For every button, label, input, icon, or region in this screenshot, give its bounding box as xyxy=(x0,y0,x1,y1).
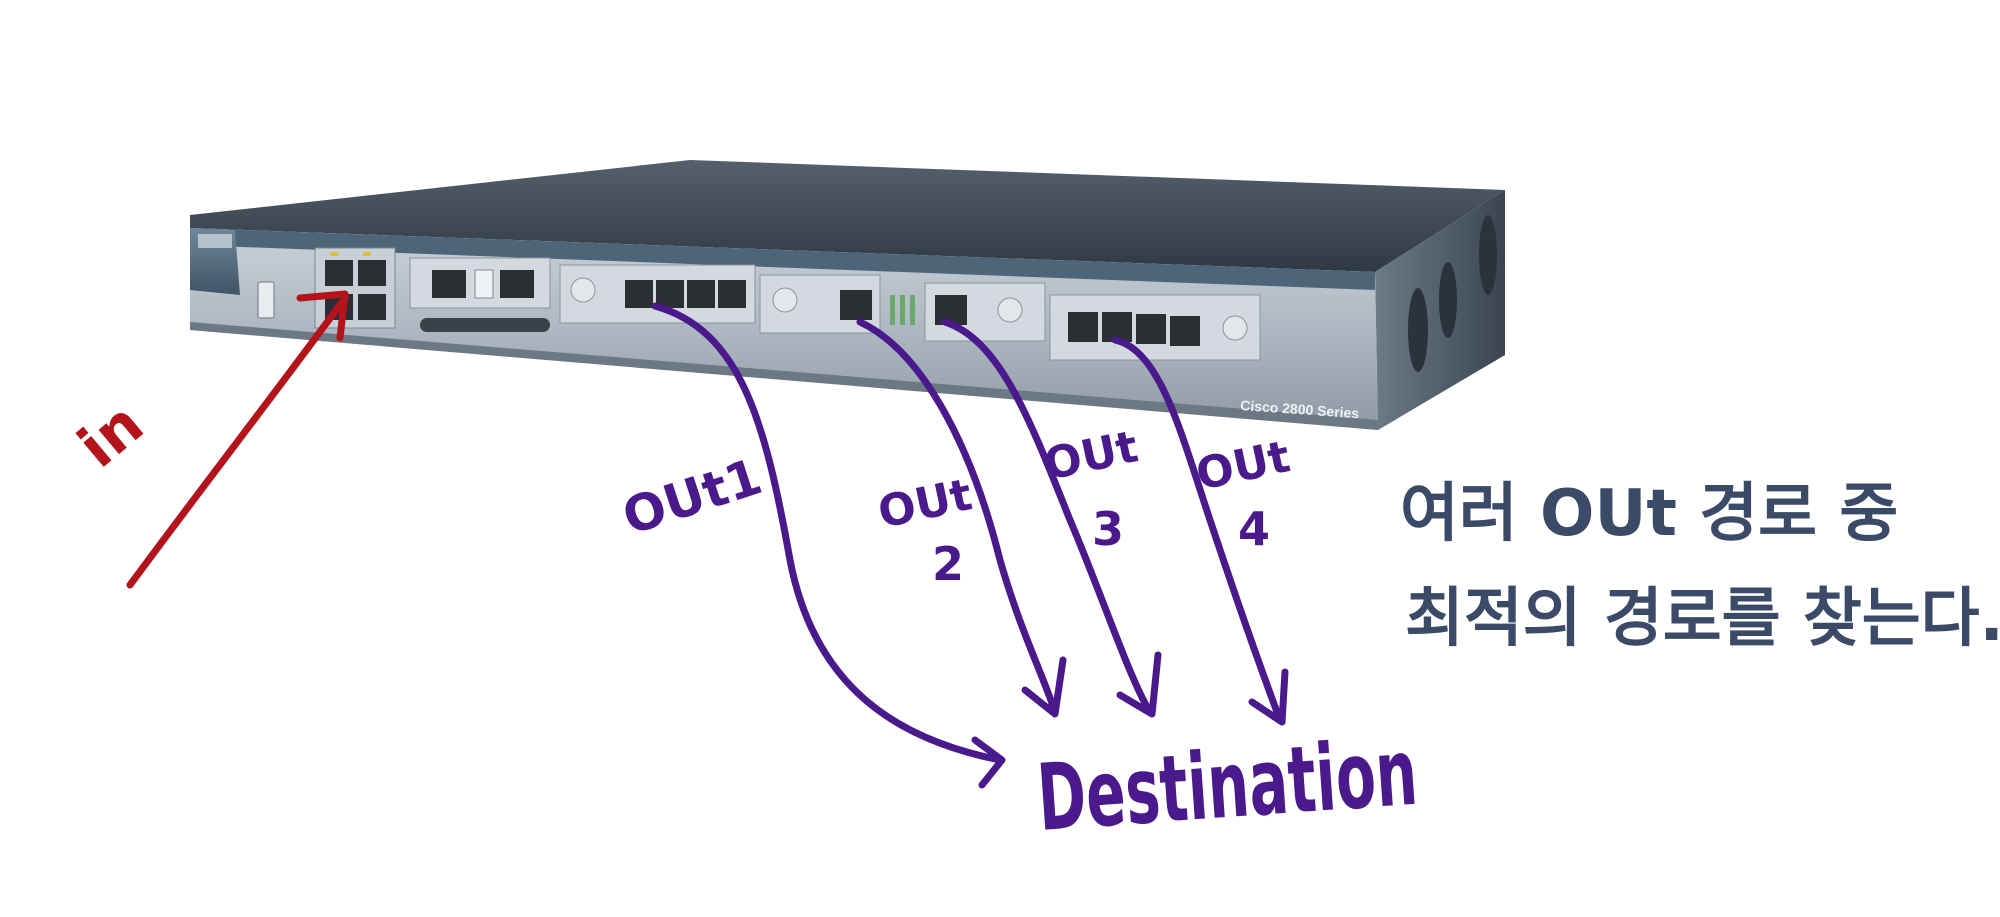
ethernet-port xyxy=(718,280,746,308)
out2-label: OUt xyxy=(874,469,977,538)
note-line-1: 여러 OUt 경로 중 xyxy=(1400,477,1898,551)
cisco-logo xyxy=(198,234,232,248)
in-arrow-line xyxy=(126,294,349,589)
in-port-block xyxy=(314,247,396,329)
router-front-trim xyxy=(190,228,1375,290)
out2-arrow-head xyxy=(1021,656,1067,718)
ethernet-port xyxy=(500,270,534,298)
usb-port xyxy=(257,281,275,319)
module-slot-4 xyxy=(924,282,1046,342)
side-vent xyxy=(1439,262,1457,338)
router-chassis: Cisco 2800 Series xyxy=(190,160,1505,430)
thumbscrew xyxy=(772,287,798,313)
status-leds xyxy=(890,295,915,325)
thumbscrew xyxy=(997,297,1023,323)
ethernet-port xyxy=(325,260,353,286)
thumbscrew xyxy=(570,277,596,303)
out4-label: OUt xyxy=(1192,431,1295,500)
out4-arrow-line xyxy=(1111,336,1284,724)
router-bottom-trim xyxy=(190,322,1378,430)
ethernet-port xyxy=(1068,312,1098,342)
router-top-face xyxy=(190,160,1505,272)
ethernet-port xyxy=(935,295,967,325)
in-label: in xyxy=(65,389,156,480)
ethernet-port xyxy=(687,280,715,308)
out1-arrow-line xyxy=(651,302,1004,764)
out-arrows xyxy=(651,302,1289,789)
ethernet-port xyxy=(1170,316,1200,346)
out4-arrow-head xyxy=(1248,668,1289,726)
out2-arrow-line xyxy=(856,318,1059,716)
thumbscrew xyxy=(1222,315,1248,341)
ethernet-port xyxy=(625,280,653,308)
side-vent xyxy=(1479,215,1497,295)
note-line-2: 최적의 경로를 찾는다. xyxy=(1405,582,2000,656)
in-arrow xyxy=(126,290,349,589)
out1-arrow-head xyxy=(971,736,1006,789)
out4-number: 4 xyxy=(1238,502,1270,556)
ethernet-port xyxy=(840,290,872,320)
ethernet-port xyxy=(358,260,386,286)
in-arrow-head xyxy=(296,290,349,342)
module-slot-5 xyxy=(1049,294,1261,361)
out2-number: 2 xyxy=(932,537,964,591)
ethernet-port xyxy=(432,270,466,298)
destination-label: Destination xyxy=(1034,719,1421,852)
out1-label: OUt1 xyxy=(616,447,769,546)
out3-label: OUt xyxy=(1040,421,1143,490)
ethernet-port xyxy=(358,294,386,320)
out3-number: 3 xyxy=(1092,502,1124,556)
ethernet-port xyxy=(1136,314,1166,344)
module-slot-2 xyxy=(559,264,756,324)
expansion-slot xyxy=(420,318,550,332)
ethernet-port xyxy=(656,280,684,308)
module-slot-1 xyxy=(409,257,551,309)
out3-arrow-line xyxy=(941,318,1154,716)
side-vent xyxy=(1408,288,1428,372)
out3-arrow-head xyxy=(1116,651,1162,718)
